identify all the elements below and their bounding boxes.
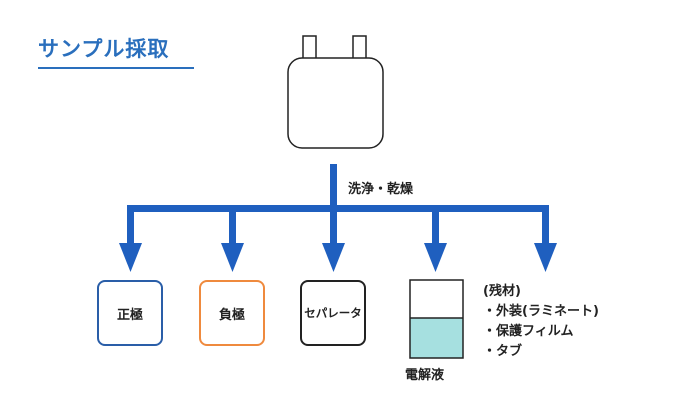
residual-heading: (残材) — [483, 284, 521, 299]
electrolyte-container — [409, 279, 464, 359]
separator-label: セパレータ — [304, 306, 362, 320]
process-step-label: 洗浄・乾燥 — [348, 182, 414, 197]
flow-arrows — [119, 164, 557, 272]
battery-tab-right — [352, 35, 367, 61]
separator-box: セパレータ — [300, 280, 366, 346]
residual-item-laminate: ・外装(ラミネート) — [483, 304, 599, 319]
battery-body — [287, 57, 384, 149]
positive-electrode-label: 正極 — [116, 307, 143, 323]
residual-materials: (残材) ・外装(ラミネート) ・保護フィルム ・タブ — [483, 282, 599, 362]
residual-item-protective-film: ・保護フィルム — [483, 324, 574, 339]
negative-electrode-box: 負極 — [199, 280, 265, 346]
arrow-residual — [534, 205, 557, 272]
arrow-negative — [221, 205, 244, 272]
branch-bar — [127, 205, 549, 212]
arrow-electrolyte — [424, 205, 447, 272]
electrolyte-liquid — [410, 318, 463, 358]
positive-electrode-box: 正極 — [97, 280, 163, 346]
negative-electrode-label: 負極 — [218, 307, 245, 323]
electrolyte-vessel — [409, 279, 464, 359]
trunk-line — [330, 164, 337, 211]
residual-item-tab: ・タブ — [483, 344, 523, 359]
electrolyte-label: 電解液 — [405, 368, 445, 383]
arrow-separator — [322, 205, 345, 272]
title-underline — [38, 67, 194, 69]
battery-cell-icon — [287, 35, 384, 149]
battery-tab-left — [302, 35, 317, 61]
page-title: サンプル採取 — [38, 37, 170, 61]
arrow-positive — [119, 205, 142, 272]
